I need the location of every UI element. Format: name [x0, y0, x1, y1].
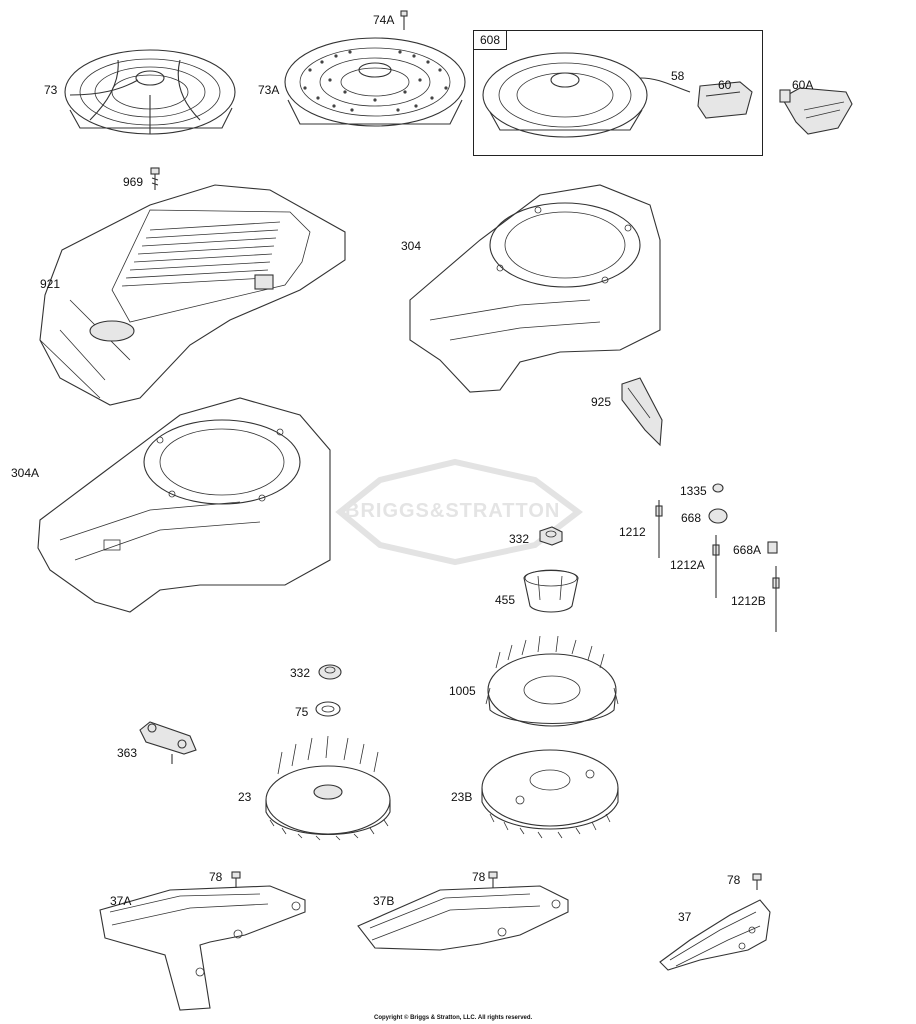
part-label: 332	[509, 532, 530, 546]
part-60a-handle	[779, 87, 853, 135]
part-label: 74A	[373, 13, 395, 27]
part-label: 60A	[792, 78, 814, 92]
part-label: 969	[123, 175, 144, 189]
part-608-rewind-starter	[482, 52, 753, 138]
part-455-cup	[523, 569, 579, 613]
part-label: 60	[718, 78, 732, 92]
part-label: 73	[44, 83, 58, 97]
part-1212a-stud	[712, 535, 720, 598]
part-73-screen	[64, 49, 236, 135]
part-label: 332	[290, 666, 311, 680]
part-label: 37B	[373, 894, 395, 908]
part-925-baffle	[621, 377, 663, 447]
part-668-spacer	[708, 508, 728, 524]
part-332-nut	[539, 526, 563, 546]
part-23b-flywheel	[481, 749, 619, 839]
part-label: 78	[472, 870, 486, 884]
part-969-screw	[150, 167, 160, 190]
part-37-armature	[659, 899, 771, 971]
part-921-cover	[39, 184, 346, 406]
part-304a-housing	[37, 397, 331, 613]
part-label: 304A	[11, 466, 40, 480]
part-37b-armature	[357, 885, 569, 951]
part-78-bolt-2	[488, 871, 498, 888]
part-label: 78	[209, 870, 223, 884]
part-78-bolt-1	[231, 871, 241, 888]
part-75-washer	[315, 701, 341, 717]
part-37a-armature	[99, 885, 306, 1011]
part-label: 455	[495, 593, 516, 607]
part-label: 58	[671, 69, 685, 83]
watermark-text: BRIGGS&STRATTON	[345, 500, 561, 522]
watermark-logo	[335, 458, 583, 566]
part-label: 921	[40, 277, 61, 291]
part-label: 304	[401, 239, 422, 253]
copyright-notice: Copyright © Briggs & Stratton, LLC. All …	[374, 1015, 533, 1021]
part-label: 37A	[110, 894, 132, 908]
part-label: 78	[727, 873, 741, 887]
part-1212b-stud	[772, 566, 780, 632]
part-1212-stud	[655, 500, 663, 558]
part-363-bracket	[139, 721, 197, 764]
part-label: 1212B	[731, 594, 766, 608]
part-label: 363	[117, 746, 138, 760]
part-668a-spacer	[767, 541, 778, 554]
part-23-flywheel	[265, 735, 391, 841]
kit-608-label: 608	[474, 31, 508, 50]
part-73a-screen	[284, 37, 466, 127]
part-label: 23B	[451, 790, 473, 804]
part-label: 23	[238, 790, 252, 804]
part-label: 925	[591, 395, 612, 409]
part-304-housing	[409, 184, 661, 393]
part-label: 1005	[449, 684, 476, 698]
part-label: 1335	[680, 484, 707, 498]
part-1005-fan	[485, 635, 619, 727]
part-label: 668	[681, 511, 702, 525]
part-74a-screw	[400, 10, 408, 30]
part-label: 75	[295, 705, 309, 719]
part-label: 668A	[733, 543, 762, 557]
part-1335-nut	[712, 483, 724, 493]
kit-608-box	[473, 30, 763, 156]
part-label: 1212	[619, 525, 646, 539]
part-label: 73A	[258, 83, 280, 97]
part-332-nut-lower	[318, 664, 342, 680]
part-label: 37	[678, 910, 692, 924]
part-label: 1212A	[670, 558, 705, 572]
part-78-bolt-3	[752, 873, 762, 890]
